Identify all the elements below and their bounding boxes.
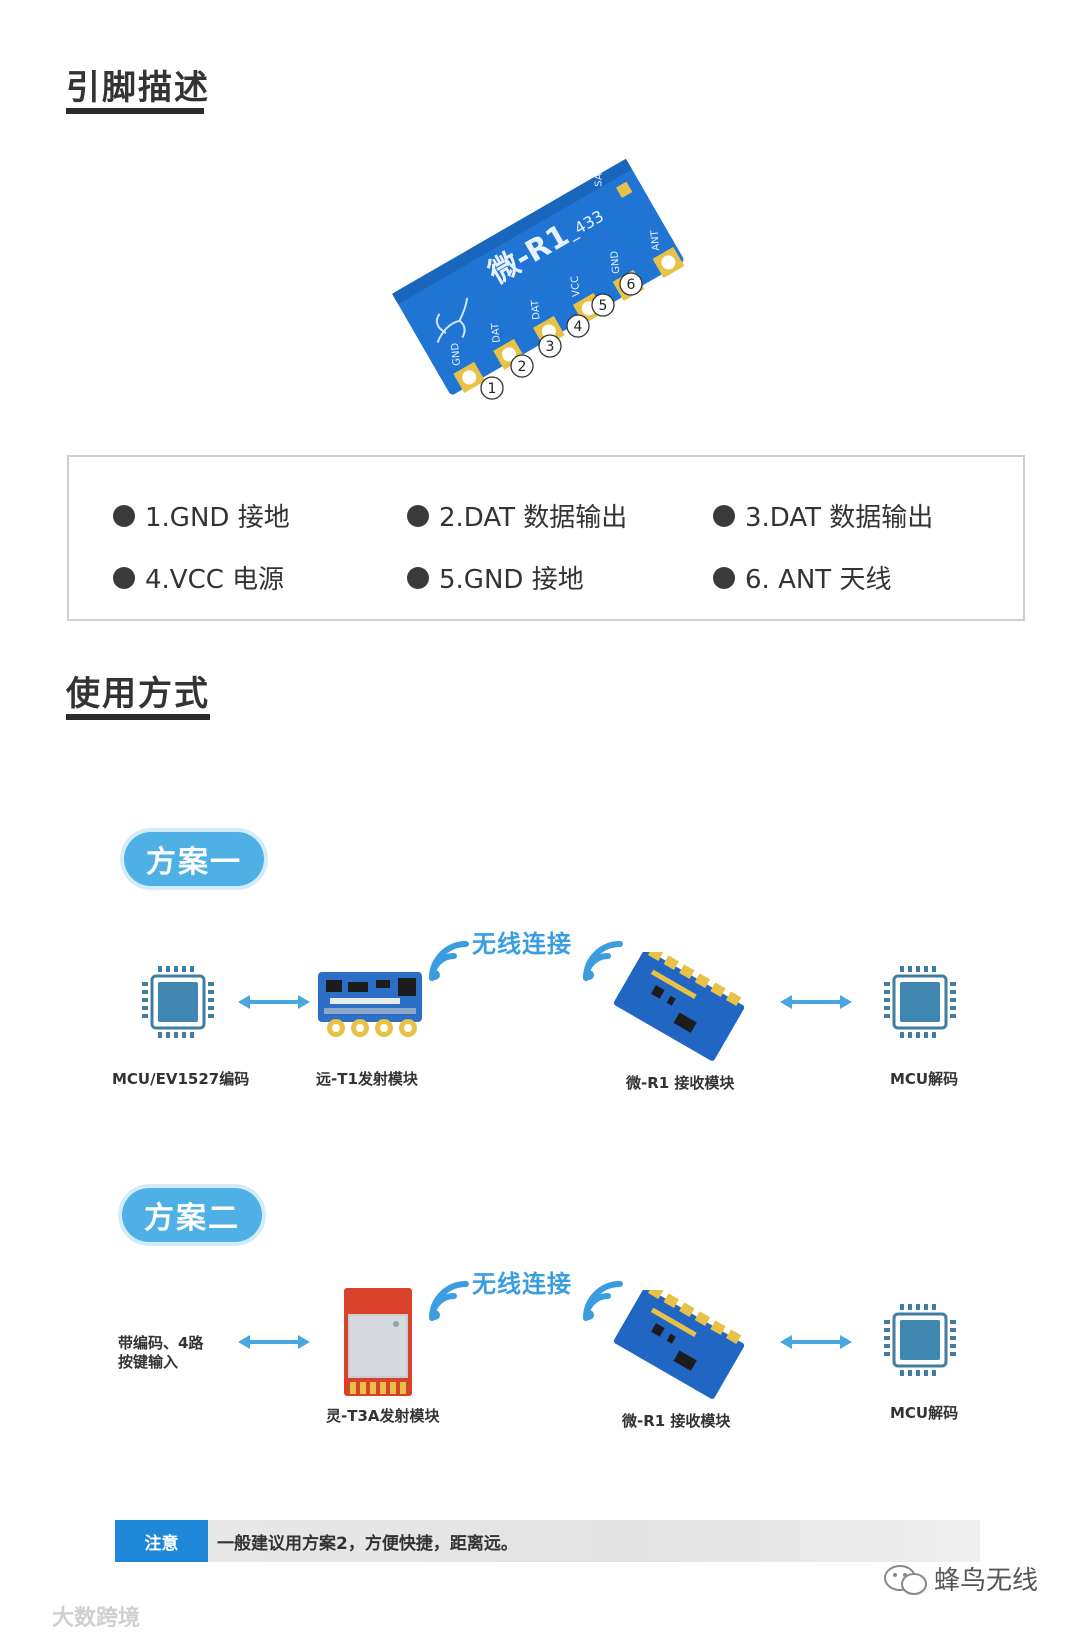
wifi-signal-icon bbox=[429, 1281, 469, 1321]
usage-section-underline bbox=[66, 714, 210, 720]
sa-label: SA bbox=[594, 173, 605, 187]
mcu-chip-icon bbox=[142, 966, 214, 1038]
note-bar: 注意 一般建议用方案2，方便快捷，距离远。 bbox=[115, 1520, 980, 1562]
pin-number-5: 5 bbox=[599, 298, 608, 314]
note-tag: 注意 bbox=[115, 1520, 208, 1562]
scheme1-label: 方案一 bbox=[124, 832, 264, 886]
double-arrow-icon bbox=[238, 1335, 310, 1349]
pin-label-4: VCC bbox=[570, 275, 583, 297]
receiver-r1-image bbox=[613, 1290, 745, 1399]
pin-item: 4.VCC 电源 bbox=[113, 559, 284, 596]
corner-watermark: 大数跨境 bbox=[52, 1606, 141, 1631]
pin-number-3: 3 bbox=[546, 339, 555, 355]
double-arrow-icon bbox=[238, 995, 310, 1009]
mcu-chip-icon bbox=[884, 966, 956, 1038]
transmitter-t1-image bbox=[318, 972, 422, 1037]
pin-item: 2.DAT 数据输出 bbox=[407, 497, 627, 534]
scheme2-label: 方案二 bbox=[122, 1188, 262, 1242]
caption-transmitter-t3a: 灵-T3A发射模块 bbox=[326, 1407, 440, 1425]
wireless-connection-text: 无线连接 bbox=[472, 1270, 572, 1298]
mcu-chip-icon bbox=[884, 1304, 956, 1376]
pin-item: 1.GND 接地 bbox=[113, 497, 290, 534]
pin-item: 6. ANT 天线 bbox=[713, 559, 891, 596]
double-arrow-icon bbox=[780, 1335, 852, 1349]
caption-transmitter-t1: 远-T1发射模块 bbox=[316, 1070, 418, 1088]
pin-label-6: ANT bbox=[649, 229, 662, 251]
pin-number-1: 1 bbox=[488, 381, 497, 397]
wifi-signal-icon bbox=[429, 941, 469, 981]
pin-number-6: 6 bbox=[627, 277, 636, 293]
wechat-icon bbox=[884, 1565, 927, 1595]
transmitter-t3a-image bbox=[344, 1288, 412, 1396]
caption-receiver-r1-2: 微-R1 接收模块 bbox=[622, 1412, 731, 1430]
sa-pad bbox=[615, 181, 633, 199]
pin-label-1: GND bbox=[450, 342, 463, 366]
bullet-icon bbox=[713, 566, 735, 589]
pin-table: 1.GND 接地 2.DAT 数据输出 3.DAT 数据输出 4.VCC 电源 … bbox=[67, 455, 1025, 621]
pin-section-underline bbox=[66, 108, 204, 114]
hummingbird-logo-icon bbox=[435, 297, 469, 343]
bullet-icon bbox=[113, 504, 135, 527]
brand-watermark: 蜂鸟无线 bbox=[934, 1566, 1039, 1596]
note-text: 一般建议用方案2，方便快捷，距离远。 bbox=[217, 1533, 518, 1554]
double-arrow-icon bbox=[780, 995, 852, 1009]
module-illustration: 微-R1 _433 SA GND DAT DAT VCC GND ANT 1 2… bbox=[392, 158, 685, 400]
pin-item: 3.DAT 数据输出 bbox=[713, 497, 933, 534]
caption-mcu-decode: MCU解码 bbox=[890, 1070, 959, 1088]
wifi-signal-icon bbox=[583, 941, 623, 981]
caption-mcu-decode-2: MCU解码 bbox=[890, 1404, 959, 1422]
caption-receiver-r1: 微-R1 接收模块 bbox=[626, 1074, 735, 1092]
pin-section-title: 引脚描述 bbox=[66, 68, 210, 108]
module-board bbox=[393, 160, 684, 395]
wireless-connection-text: 无线连接 bbox=[472, 930, 572, 958]
pin-number-2: 2 bbox=[518, 359, 527, 375]
caption-mcu-encode: MCU/EV1527编码 bbox=[112, 1070, 250, 1088]
receiver-r1-image bbox=[613, 952, 745, 1061]
bullet-icon bbox=[407, 566, 429, 589]
pin-label-3: DAT bbox=[530, 299, 543, 320]
pin-item: 5.GND 接地 bbox=[407, 559, 584, 596]
usage-section-title: 使用方式 bbox=[66, 674, 210, 714]
bullet-icon bbox=[713, 504, 735, 527]
pin-label-2: DAT bbox=[490, 322, 503, 343]
bullet-icon bbox=[407, 504, 429, 527]
wifi-signal-icon bbox=[583, 1281, 623, 1321]
pin-label-5: GND bbox=[609, 250, 622, 274]
bullet-icon bbox=[113, 566, 135, 589]
pin-number-4: 4 bbox=[574, 319, 583, 335]
caption-key-input: 带编码、4路 按键输入 bbox=[118, 1334, 204, 1371]
